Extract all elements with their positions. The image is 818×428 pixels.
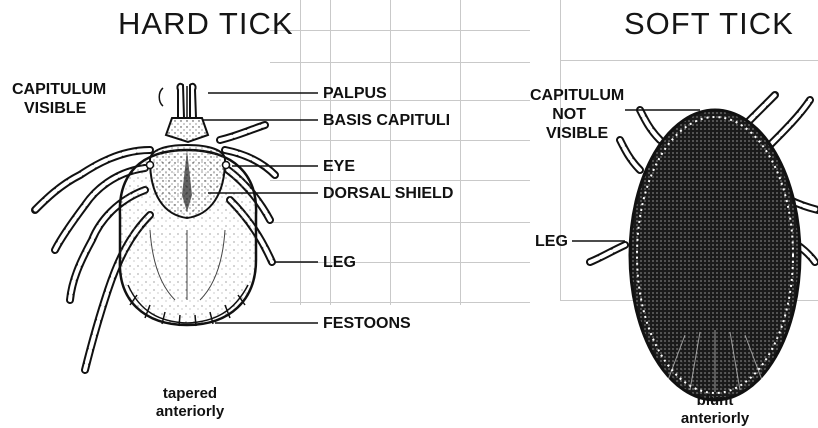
label-leg: LEG <box>323 253 356 272</box>
label-palpus: PALPUS <box>323 84 387 103</box>
hard-tick-title: HARD TICK <box>118 6 294 42</box>
label-capitulum-not-visible: CAPITULUM NOT VISIBLE <box>530 86 624 143</box>
label-soft-leg: LEG <box>535 232 568 251</box>
label-soft-visible-line3: VISIBLE <box>530 124 624 143</box>
note-anteriorly: anteriorly <box>135 403 245 421</box>
label-visible-line2: VISIBLE <box>12 99 106 118</box>
label-eye: EYE <box>323 157 355 176</box>
hard-tick-basis-capituli <box>166 118 208 142</box>
label-soft-not-line2: NOT <box>530 105 624 124</box>
hard-tick-drawing <box>35 84 275 370</box>
label-capitulum-line1: CAPITULUM <box>12 80 106 99</box>
soft-tick-note: blunt anteriorly <box>660 392 770 428</box>
label-basis-capituli: BASIS CAPITULI <box>323 111 450 130</box>
note-soft-anteriorly: anteriorly <box>660 410 770 428</box>
hard-tick-eye <box>147 162 154 169</box>
note-blunt: blunt <box>660 392 770 410</box>
soft-tick-title: SOFT TICK <box>624 6 794 42</box>
label-capitulum-visible: CAPITULUM VISIBLE <box>12 80 106 118</box>
note-tapered: tapered <box>135 385 245 403</box>
label-festoons: FESTOONS <box>323 314 411 333</box>
label-soft-capitulum-line1: CAPITULUM <box>530 86 624 105</box>
hard-tick-note: tapered anteriorly <box>135 385 245 421</box>
label-dorsal-shield: DORSAL SHIELD <box>323 184 453 203</box>
